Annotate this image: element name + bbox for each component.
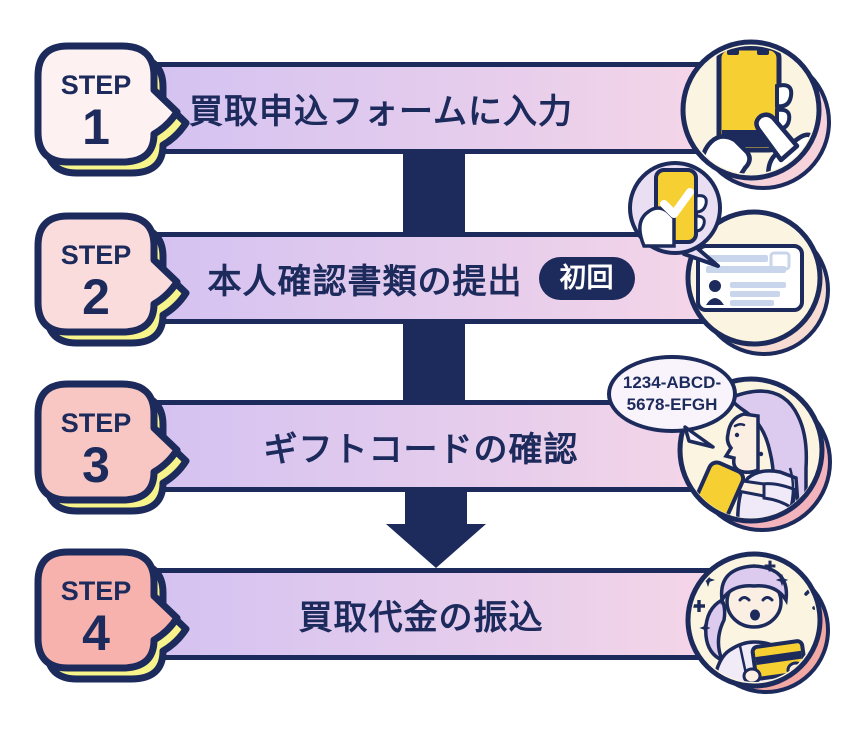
face [723, 412, 760, 474]
flow-connector-2-3 [403, 318, 465, 408]
step2-number: 2 [82, 269, 110, 325]
step4-badge-label: STEP [61, 576, 132, 606]
step4-banner: 買取代金の振込 [148, 568, 764, 660]
badge-bubble [34, 380, 181, 504]
badge-bubble [34, 548, 181, 672]
badge-bubble [34, 212, 181, 336]
step1-banner: 買取申込フォームに入力 [148, 62, 764, 154]
passbook-icon [750, 639, 808, 681]
step4-number: 4 [82, 605, 110, 661]
step4-title: 買取代金の振込 [298, 598, 544, 637]
step3-badge-label: STEP [61, 408, 132, 438]
code-speech-bubble: 1234-ABCD- 5678-EFGH [607, 355, 737, 433]
step3-number: 3 [82, 437, 110, 493]
gift-code-line1: 1234-ABCD- [622, 372, 722, 392]
id-card-icon [696, 244, 804, 312]
step1-badge: STEP 1 [34, 42, 190, 177]
pointing-finger [754, 112, 800, 163]
id-card-and-phone-check-illustration [628, 161, 830, 356]
first-time-badge: 初回 [538, 256, 635, 300]
step3-title: ギフトコードの確認 [263, 430, 579, 469]
step1-badge-label: STEP [61, 70, 132, 100]
eyes [738, 596, 774, 602]
gift-code-line2: 5678-EFGH [626, 395, 718, 414]
phone-check-bubble [628, 161, 722, 268]
code-bubble-tail [683, 425, 715, 449]
hair [719, 564, 789, 606]
checkmark-icon [660, 188, 694, 218]
badge-bubble [34, 42, 181, 166]
step1-title: 買取申込フォームに入力 [189, 92, 573, 131]
thumb [775, 83, 794, 109]
down-arrow-icon [386, 487, 486, 568]
hand-tapping-smartphone-illustration [680, 39, 831, 190]
person-icon [709, 280, 721, 292]
woman-receiving-payment-illustration [685, 551, 830, 694]
left-hand [742, 667, 762, 682]
flow-connector-1-2 [403, 148, 465, 240]
step4-badge: STEP 4 [34, 548, 190, 683]
step1-number: 1 [82, 99, 110, 155]
arm [760, 482, 798, 511]
step3-badge: STEP 3 [34, 380, 190, 515]
eye [734, 432, 740, 438]
earring [758, 451, 764, 457]
step2-badge-label: STEP [61, 240, 132, 270]
step2-title: 本人確認書類の提出 [207, 262, 523, 301]
step2-badge: STEP 2 [34, 212, 190, 347]
mouth [750, 609, 760, 621]
